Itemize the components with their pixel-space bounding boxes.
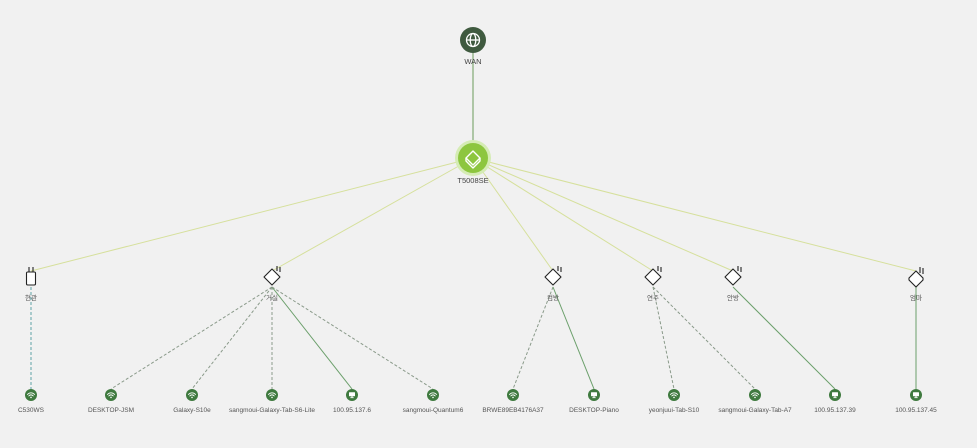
extender-icon <box>263 266 281 286</box>
ap-node-ap3[interactable] <box>644 266 662 286</box>
link-router-ap <box>30 157 474 272</box>
wifi-icon <box>750 392 760 399</box>
extender-icon <box>644 266 662 286</box>
client-node[interactable] <box>588 389 600 401</box>
wan-label: WAN <box>464 57 481 66</box>
wan-node[interactable] <box>460 27 486 53</box>
wifi-icon <box>428 392 438 399</box>
link-ap-client <box>552 286 595 390</box>
globe-icon <box>465 32 481 48</box>
wifi-icon <box>267 392 277 399</box>
link-router-ap <box>472 157 734 272</box>
ap-label: 연주 <box>647 294 659 302</box>
ap-node-ap2[interactable] <box>544 266 562 286</box>
ap-node-ap4[interactable] <box>724 266 742 286</box>
client-node[interactable] <box>266 389 278 401</box>
monitor-icon <box>832 392 838 399</box>
client-node[interactable] <box>910 389 922 401</box>
link-ap-client <box>512 286 554 390</box>
ap-node-ap0[interactable] <box>25 267 37 286</box>
wifi-icon <box>669 392 679 399</box>
client-node[interactable] <box>507 389 519 401</box>
client-label: DESKTOP-JSM <box>88 407 134 414</box>
link-router-ap <box>472 157 917 272</box>
link-ap-client <box>652 286 675 390</box>
monitor-icon <box>913 392 919 399</box>
ap-label: 현관 <box>25 293 37 302</box>
ap-label: 엄마 <box>910 293 922 302</box>
nodes-layer: WAN T5008SE 현관 거실 컴방 연주 안방 엄마 C530WS DESKTOP-JSM G… <box>18 27 937 414</box>
client-node[interactable] <box>105 389 117 401</box>
client-label: sangmoui-Galaxy-Tab-S6-Lite <box>229 407 315 414</box>
ap-label: 컴방 <box>547 293 559 302</box>
wifi-icon <box>106 392 116 399</box>
link-router-ap <box>472 157 554 272</box>
client-label: 100.95.137.45 <box>895 407 937 414</box>
extender-icon <box>544 266 562 286</box>
router-circle <box>458 143 488 173</box>
mesh-plug-icon <box>25 267 37 286</box>
monitor-icon <box>349 392 355 399</box>
monitor-icon <box>591 392 597 399</box>
links-layer <box>30 53 917 390</box>
link-ap-client <box>652 286 756 390</box>
client-node[interactable] <box>427 389 439 401</box>
client-label: yeonjuui-Tab-S10 <box>649 407 700 414</box>
client-node[interactable] <box>668 389 680 401</box>
client-label: Galaxy-S10e <box>173 407 211 414</box>
wifi-icon <box>26 392 36 399</box>
link-router-ap <box>472 157 654 272</box>
link-ap-client <box>271 286 353 390</box>
router-small-icon <box>908 267 924 288</box>
link-ap-client <box>191 286 273 390</box>
client-node[interactable] <box>829 389 841 401</box>
ap-label: 안방 <box>727 293 739 302</box>
extender-icon <box>724 266 742 286</box>
router-label: T5008SE <box>457 176 488 185</box>
router-icon <box>465 150 481 169</box>
link-ap-client <box>110 286 273 390</box>
client-node[interactable] <box>186 389 198 401</box>
wifi-icon <box>187 392 197 399</box>
client-label: 100.95.137.39 <box>814 407 856 414</box>
client-node[interactable] <box>749 389 761 401</box>
link-router-ap <box>271 157 474 272</box>
ap-node-ap1[interactable] <box>263 266 281 286</box>
ap-label: 거실 <box>266 293 278 302</box>
link-ap-client <box>271 286 434 390</box>
client-label: BRWE89EB4176A37 <box>482 407 544 414</box>
link-ap-client <box>732 286 836 390</box>
client-label: DESKTOP-Piano <box>569 407 619 414</box>
client-label: sangmoui-Quantum6 <box>403 407 464 414</box>
client-label: 100.95.137.6 <box>333 407 371 414</box>
client-label: sangmoui-Galaxy-Tab-A7 <box>718 407 792 414</box>
wifi-icon <box>508 392 518 399</box>
client-node[interactable] <box>346 389 358 401</box>
router-node[interactable] <box>455 140 491 176</box>
client-node[interactable] <box>25 389 37 401</box>
ap-node-ap5[interactable] <box>908 267 924 288</box>
client-label: C530WS <box>18 407 45 414</box>
